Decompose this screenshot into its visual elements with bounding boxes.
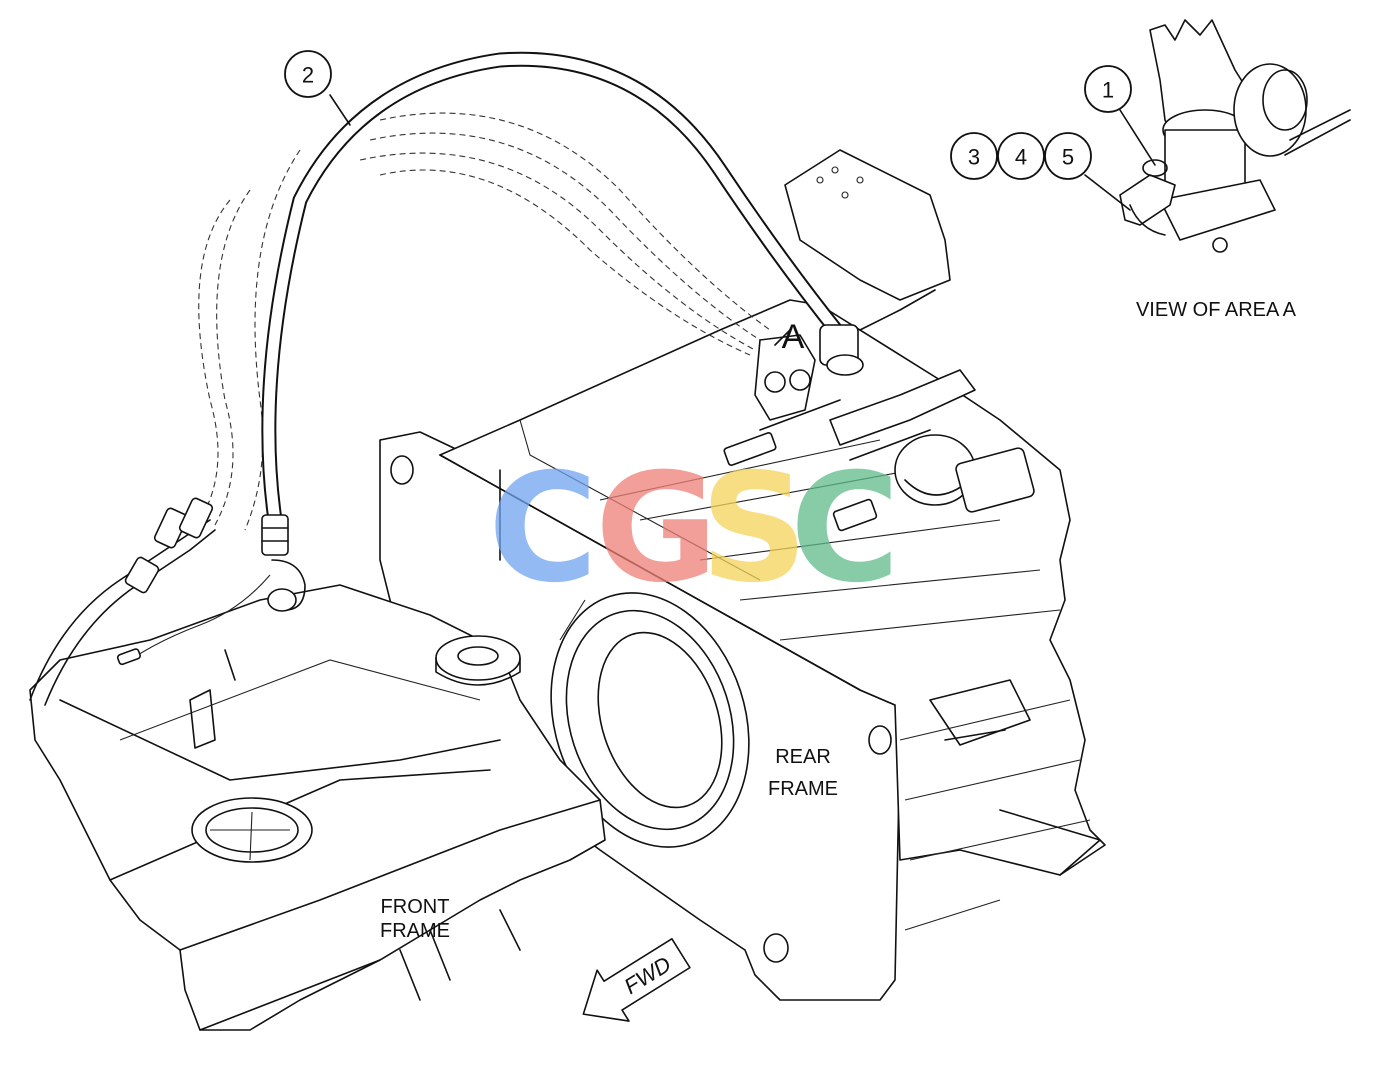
front-frame-label-line1: FRONT [381,896,450,918]
callout-1: 1 [1084,65,1132,113]
front-frame-label-line2: FRAME [380,920,450,942]
rear-frame-label-line2: FRAME [768,778,838,800]
valve-fittings [723,289,1035,532]
callout-3-number: 3 [968,145,980,170]
watermark-letter-3: S [700,442,808,616]
watermark-logo: C G S C [488,442,900,616]
area-a-marker: A [782,318,805,356]
callout-1-number: 1 [1102,78,1114,103]
watermark-letter-1: C [488,442,598,616]
callout-2: 2 [284,50,332,98]
callout-4-number: 4 [1015,145,1027,170]
hose-routing [29,112,771,706]
callout-5: 5 [1044,132,1092,180]
callout-5-number: 5 [1062,145,1074,170]
rear-frame-label-line1: REAR [775,746,831,768]
view-of-area-a-caption: VIEW OF AREA A [1136,299,1297,321]
callout-leaders [329,94,1156,346]
hose-2 [116,51,848,666]
front-frame-drawing [29,584,606,1031]
fwd-arrow: FWD [582,937,691,1022]
callout-2-number: 2 [302,63,314,88]
rear-frame-bore [550,592,750,848]
callout-3: 3 [950,132,998,180]
watermark-letter-4: C [790,442,900,616]
callout-4: 4 [997,132,1045,180]
watermark-letter-2: G [595,442,718,616]
detail-view-area-a [1119,19,1351,253]
